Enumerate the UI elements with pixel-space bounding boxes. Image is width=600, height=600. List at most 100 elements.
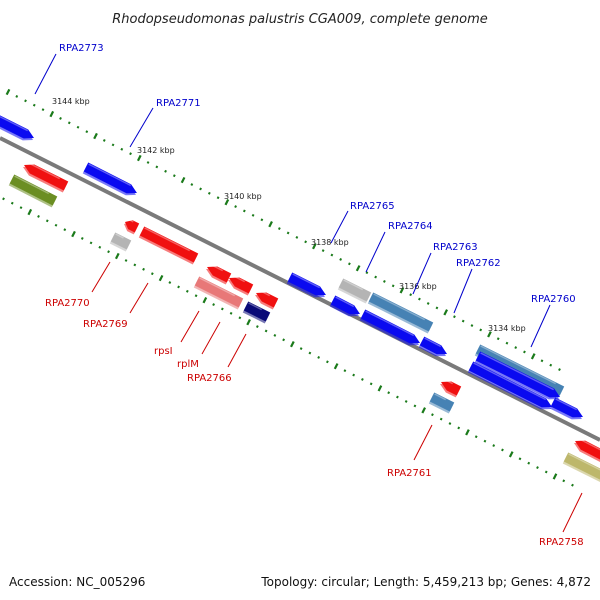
gene-rpa2769-b-highlight — [115, 233, 124, 239]
inner-tick-66 — [562, 479, 566, 483]
inner-tick-40 — [333, 363, 339, 370]
gene-rplm-b-highlight — [231, 274, 245, 283]
gene-rpa2758-a[interactable] — [572, 437, 600, 466]
genome-summary-text: Topology: circular; Length: 5,459,213 bp… — [260, 575, 591, 589]
outer-tick-43 — [383, 280, 386, 283]
outer-tick-26 — [234, 205, 237, 208]
gene-label-rpa2760[interactable]: RPA2760 — [531, 294, 576, 305]
gene-rpa2765[interactable] — [286, 272, 328, 302]
inner-tick-49 — [413, 404, 417, 408]
outer-tick-10 — [93, 132, 98, 140]
gene-rpa2758-b[interactable] — [562, 452, 600, 486]
gene-rplm-c-body — [194, 276, 244, 308]
inner-tick-58 — [492, 444, 496, 447]
map-title: Rhodopseudomonas palustris CGA009, compl… — [112, 12, 488, 27]
inner-tick-47 — [396, 395, 399, 399]
outer-tick-13 — [120, 147, 124, 151]
gene-rpa2770-a[interactable] — [21, 161, 69, 193]
gene-label-rpa2773[interactable]: RPA2773 — [59, 43, 104, 54]
outer-tick-22 — [199, 187, 202, 191]
inner-tick-21 — [168, 281, 172, 284]
gene-rpa2766-a[interactable] — [253, 289, 279, 310]
gene-rpa2769-b-body — [110, 232, 132, 250]
gene-rpa2763-highlight — [373, 293, 425, 321]
gene-rpa2760-b[interactable] — [474, 351, 562, 404]
gene-rpa2770-b[interactable] — [8, 174, 58, 208]
inner-tick-20 — [158, 274, 164, 282]
gene-rpa2760-d[interactable] — [549, 397, 585, 424]
inner-tick-22 — [177, 285, 180, 289]
scale-label-3138: 3138 kbp — [311, 238, 349, 247]
gene-rpa2763[interactable] — [367, 292, 434, 334]
outer-tick-59 — [523, 350, 526, 354]
gene-label-rpa2765[interactable]: RPA2765 — [350, 201, 395, 212]
callout-line-rplm — [201, 321, 221, 355]
gene-rpsi[interactable] — [138, 226, 199, 265]
gene-rplm-b[interactable] — [226, 274, 254, 296]
gene-rpa2764[interactable] — [329, 295, 363, 321]
gene-label-rpa2771[interactable]: RPA2771 — [156, 98, 201, 109]
outer-tick-62 — [549, 363, 553, 367]
gene-rpa2761-a[interactable] — [438, 378, 462, 398]
scale-label-3136: 3136 kbp — [399, 282, 437, 291]
inner-tick-42 — [352, 373, 356, 377]
inner-tick-59 — [501, 448, 504, 452]
gene-label-rpsi[interactable]: rpsI — [154, 346, 173, 357]
gene-rpa2761-b[interactable] — [428, 392, 455, 414]
outer-tick-37 — [330, 253, 334, 257]
inner-tick-38 — [317, 355, 321, 359]
inner-tick-53 — [448, 422, 452, 425]
gene-rpa2771[interactable] — [82, 162, 140, 200]
gene-rplm-c[interactable] — [193, 276, 244, 310]
outer-tick-58 — [514, 346, 518, 349]
inner-tick-67 — [571, 483, 574, 487]
gene-rpa2765-b-body — [338, 278, 372, 302]
inner-tick-37 — [308, 351, 312, 355]
gene-rplm-a[interactable] — [204, 263, 232, 285]
inner-tick-19 — [150, 272, 154, 276]
gene-features — [0, 111, 600, 486]
gene-rpa2760-c[interactable] — [467, 361, 555, 414]
gene-rpa2762-b[interactable] — [418, 336, 450, 361]
gene-rpa2773[interactable] — [0, 111, 36, 145]
gene-label-rpa2766[interactable]: RPA2766 — [187, 373, 232, 384]
gene-label-rpa2770[interactable]: RPA2770 — [45, 298, 90, 309]
gene-label-rpa2769[interactable]: RPA2769 — [83, 319, 128, 330]
inner-tick-50 — [421, 407, 427, 414]
scale-label-3144: 3144 kbp — [52, 97, 90, 106]
gene-rpa2766-b-body — [243, 301, 271, 322]
outer-tick-25 — [224, 198, 230, 206]
gene-rpa2766-b-highlight — [248, 302, 262, 311]
inner-tick-11 — [80, 237, 84, 240]
outer-tick-61 — [540, 359, 544, 363]
gene-label-rpa2764[interactable]: RPA2764 — [388, 221, 433, 232]
gene-rpa2769-b[interactable] — [109, 232, 132, 252]
inner-tick-3 — [10, 201, 14, 205]
outer-tick-38 — [339, 257, 343, 261]
gene-rpa2762[interactable] — [359, 309, 423, 350]
callout-line-rpa2773 — [34, 53, 57, 95]
inner-tick-14 — [107, 250, 110, 254]
outer-tick-23 — [207, 191, 211, 195]
gene-rpsi-body — [139, 226, 199, 263]
callout-line-rpa2763 — [412, 252, 432, 295]
outer-tick-63 — [558, 368, 561, 372]
gene-rpa2766-b[interactable] — [242, 301, 271, 324]
outer-tick-15 — [136, 154, 142, 162]
gene-label-rpa2761[interactable]: RPA2761 — [387, 468, 432, 479]
gene-rpa2760-d-highlight — [555, 398, 577, 411]
outer-tick-41 — [365, 271, 369, 275]
outer-tick-54 — [479, 328, 483, 332]
outer-tick-50 — [443, 309, 449, 316]
gene-label-rplm[interactable]: rplM — [177, 359, 199, 370]
gene-rpa2765-b[interactable] — [337, 278, 372, 304]
gene-rpa2760-b-body — [475, 351, 561, 398]
inner-tick-51 — [431, 413, 434, 417]
gene-label-rpa2758[interactable]: RPA2758 — [539, 537, 584, 548]
gene-label-rpa2763[interactable]: RPA2763 — [433, 242, 478, 253]
gene-rpa2769[interactable] — [122, 218, 140, 235]
outer-tick-57 — [505, 341, 509, 345]
inner-tick-5 — [27, 208, 33, 216]
inner-tick-24 — [194, 294, 198, 298]
gene-label-rpa2762[interactable]: RPA2762 — [456, 258, 501, 269]
